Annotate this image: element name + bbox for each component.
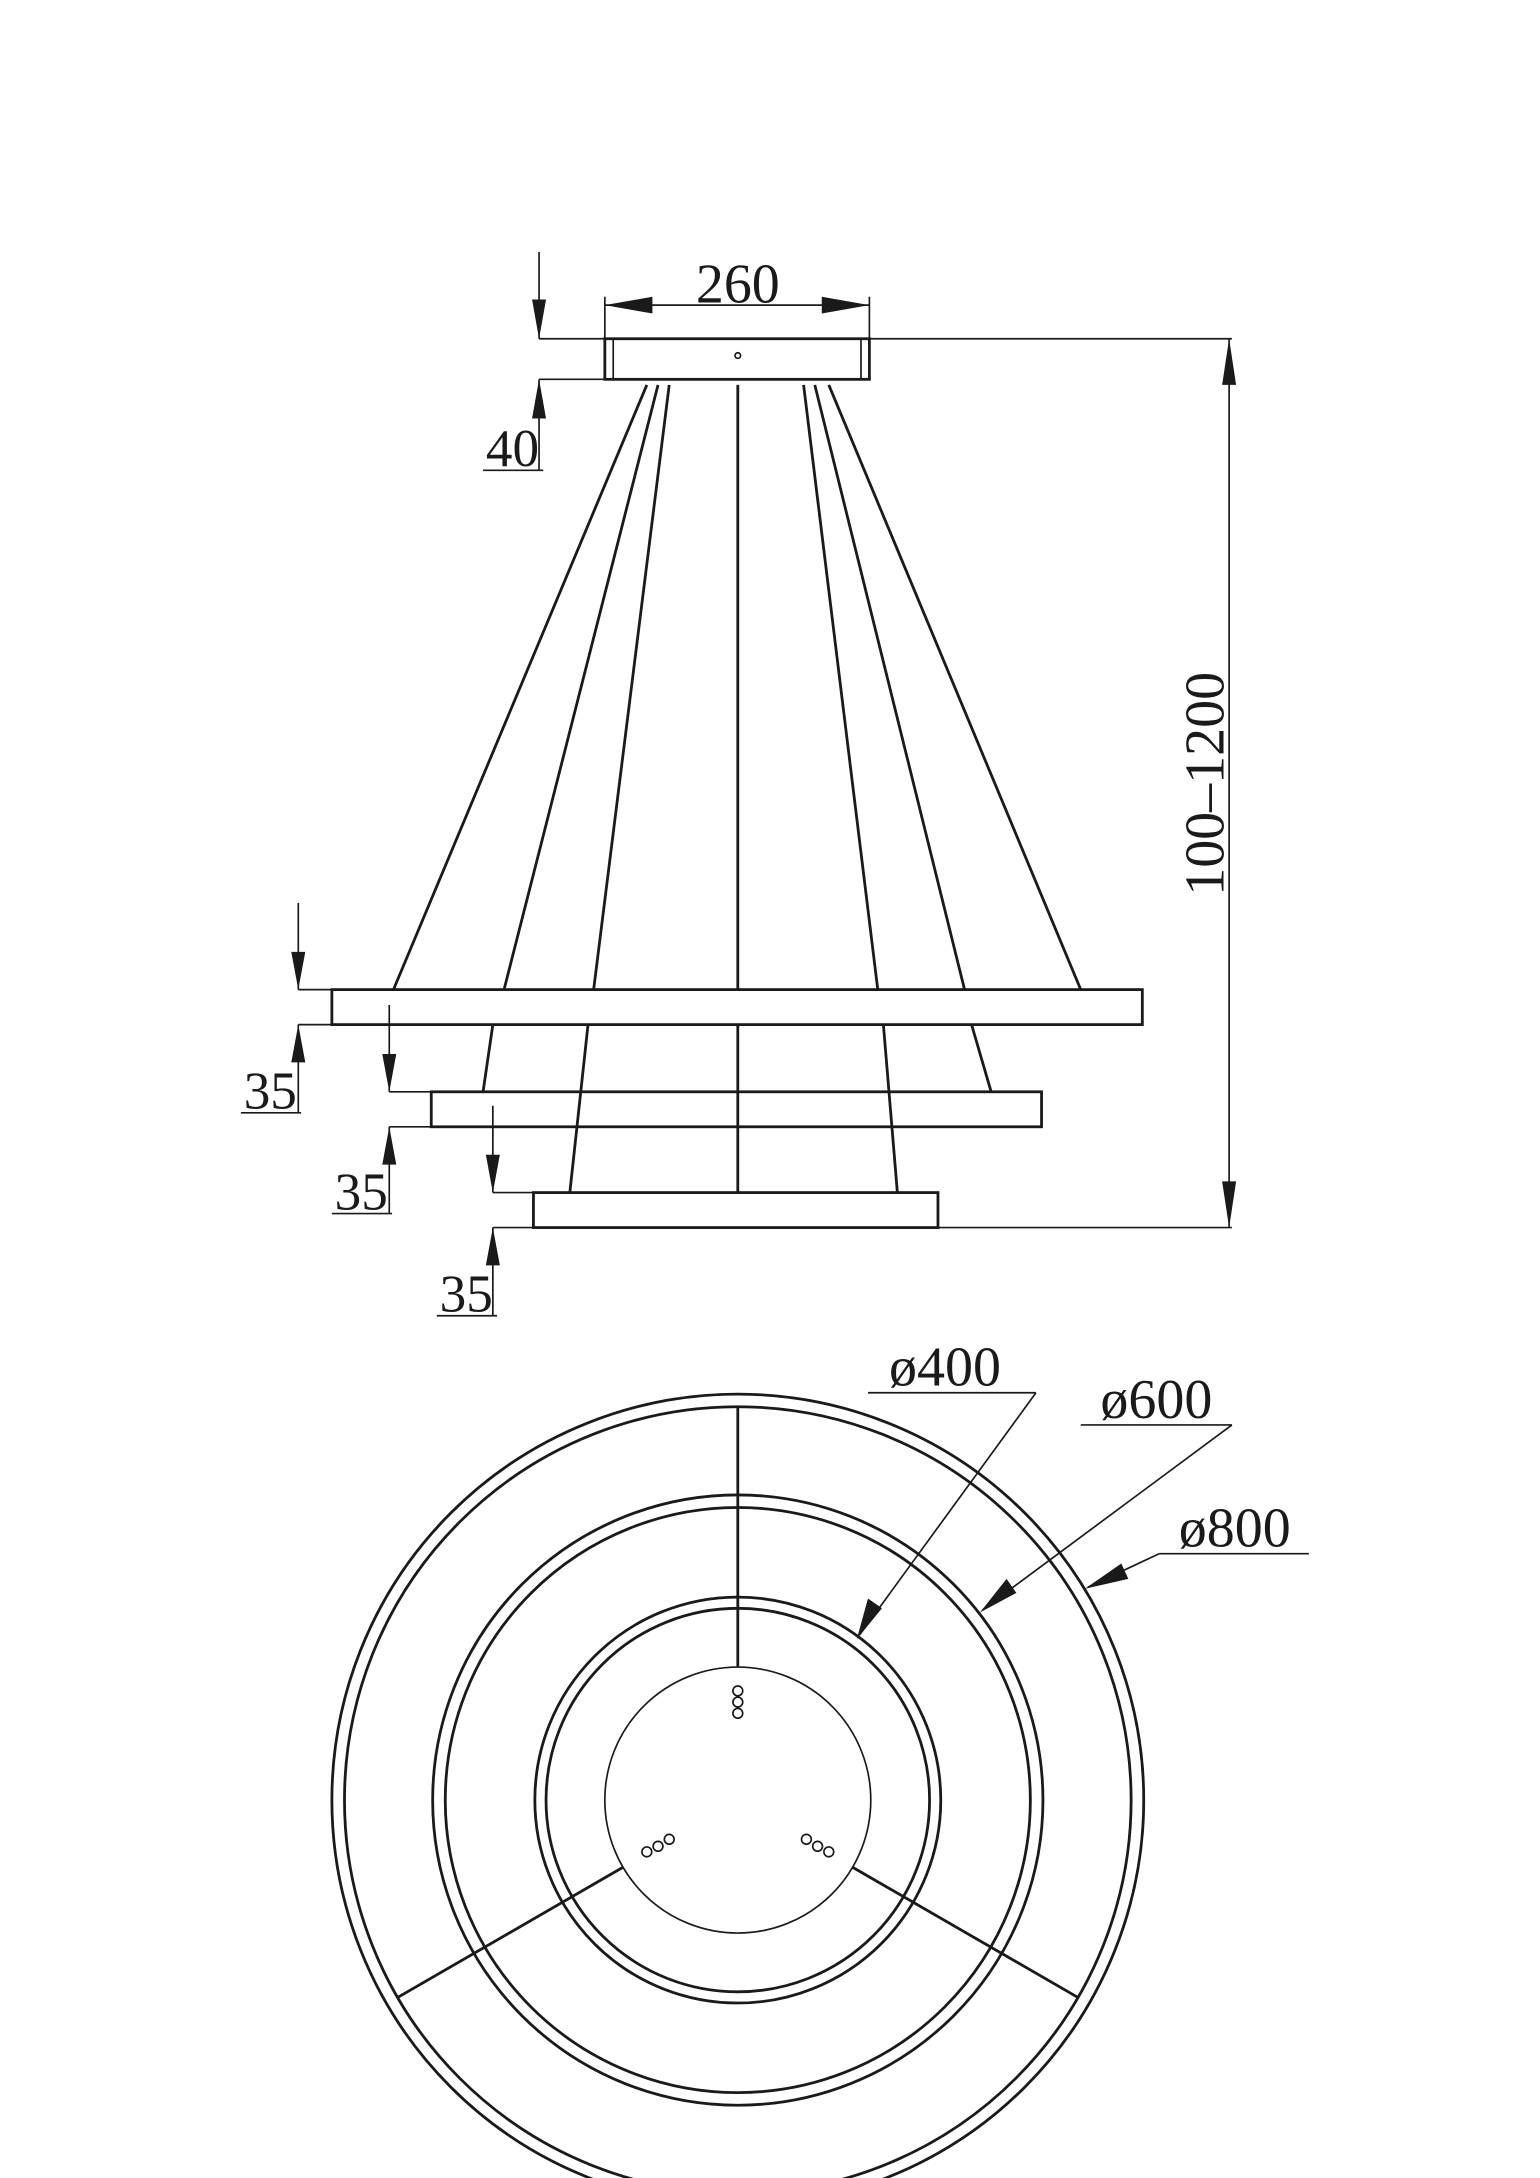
suspension-length-dimension: 100–1200 [1175, 338, 1237, 1228]
diameter-label-400: ø400 [889, 1337, 1001, 1399]
ring-800-outer [330, 1392, 1146, 2178]
canopy-height-label: 40 [486, 419, 539, 478]
canopy-width-label: 260 [696, 253, 780, 315]
ring-height-dimension-1: 35 [240, 902, 332, 1121]
ring-height-dimension-3: 35 [436, 1105, 1232, 1324]
ring-height-label-2: 35 [335, 1162, 388, 1221]
diameter-callout-800: ø800 [1084, 1498, 1309, 1589]
diameter-label-800: ø800 [1179, 1498, 1291, 1560]
suspension-length-label: 100–1200 [1175, 672, 1237, 896]
cable-attachment-points [641, 1685, 835, 1858]
diameter-label-600: ø600 [1100, 1369, 1212, 1431]
diameter-callout-600: ø600 [979, 1369, 1233, 1613]
ring-height-label-1: 35 [244, 1062, 297, 1121]
ring-600-side [429, 1090, 1043, 1129]
side-view: 260 40 [240, 251, 1237, 1324]
suspension-cables [392, 384, 1083, 1193]
ring-400-side [532, 1191, 940, 1229]
diameter-callout-400: ø400 [856, 1337, 1037, 1640]
top-view: ø400 ø600 ø800 [330, 1337, 1309, 2178]
ring-height-dimension-2: 35 [331, 1005, 432, 1221]
ring-800-side [330, 988, 1144, 1027]
support-spokes [396, 1406, 1079, 1999]
canopy [603, 337, 871, 381]
ring-height-label-3: 35 [440, 1265, 493, 1324]
canopy-height-dimension: 40 [483, 251, 1232, 478]
canopy-width-dimension: 260 [603, 253, 871, 339]
